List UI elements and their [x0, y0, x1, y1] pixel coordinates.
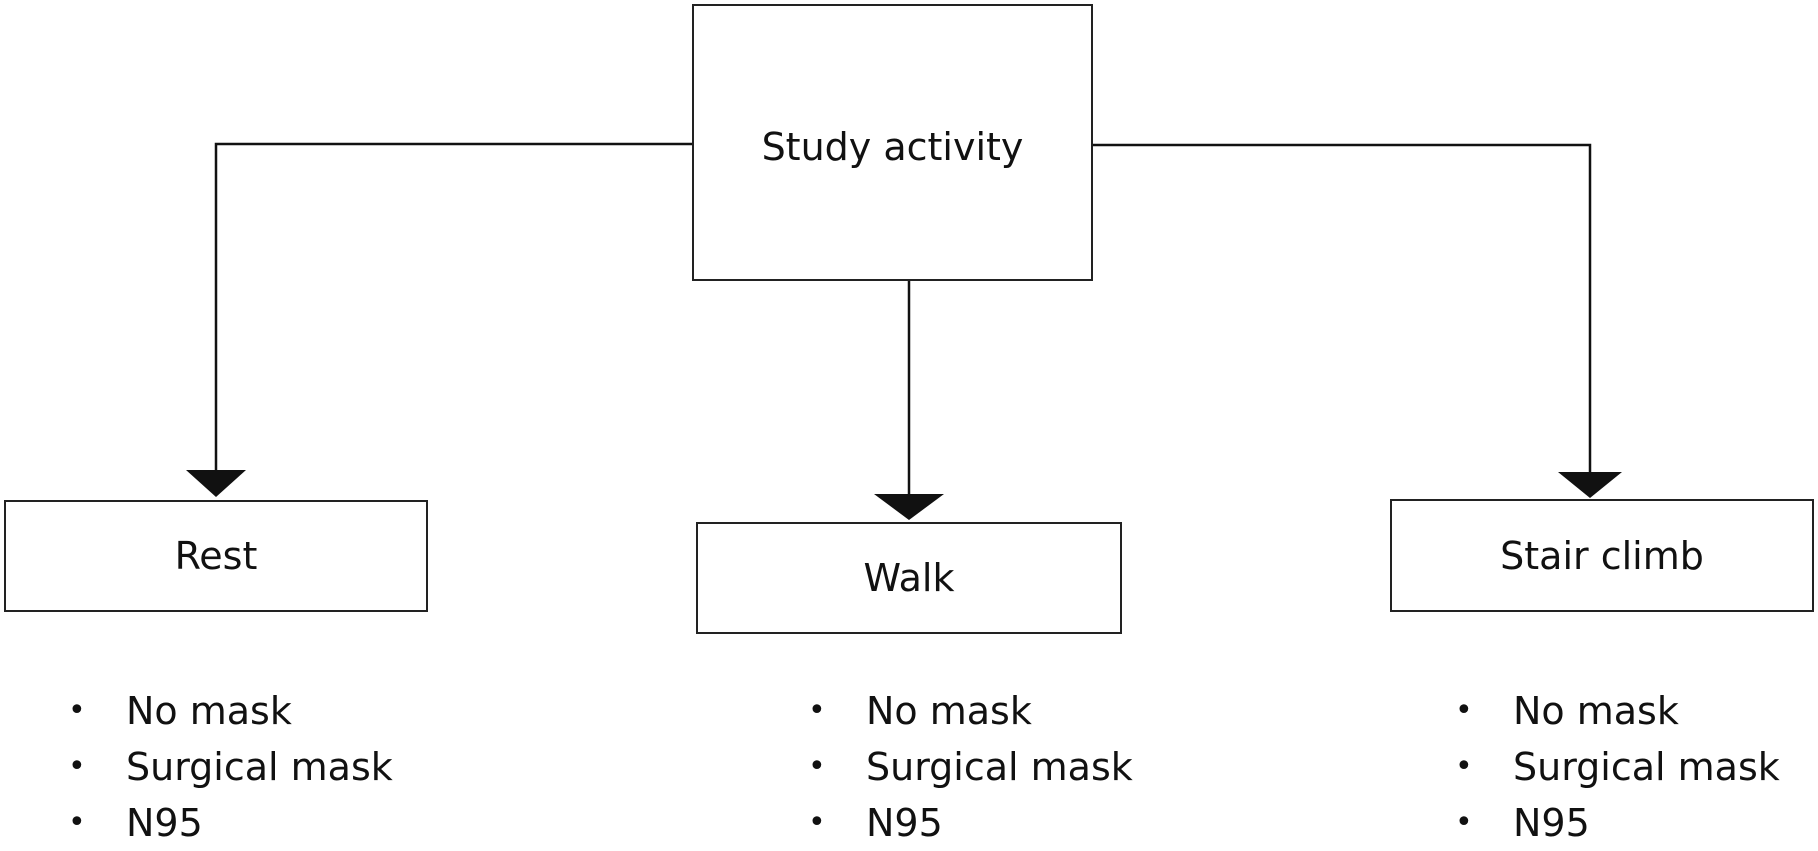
option-list-walk: No mask Surgical mask N95 — [808, 683, 1133, 851]
branch-node-rest: Rest — [4, 500, 428, 612]
list-item: Surgical mask — [808, 739, 1133, 795]
option-list-rest: No mask Surgical mask N95 — [68, 683, 393, 851]
branch-node-label: Walk — [863, 556, 955, 600]
branch-node-label: Rest — [174, 534, 258, 578]
branch-node-walk: Walk — [696, 522, 1122, 634]
arrowhead-walk — [874, 494, 944, 520]
branch-node-label: Stair climb — [1500, 533, 1704, 578]
branch-node-stair-climb: Stair climb — [1390, 499, 1814, 612]
option-list-stair-climb: No mask Surgical mask N95 — [1455, 683, 1780, 851]
list-item: No mask — [1455, 683, 1780, 739]
list-item: No mask — [808, 683, 1133, 739]
list-item: N95 — [68, 795, 393, 851]
list-item: Surgical mask — [1455, 739, 1780, 795]
list-item: N95 — [1455, 795, 1780, 851]
connector-rest — [214, 142, 692, 470]
root-node-study-activity: Study activity — [692, 4, 1093, 281]
root-node-label: Study activity — [761, 125, 1024, 169]
connector-stair-climb — [1093, 143, 1592, 472]
list-item: N95 — [808, 795, 1133, 851]
list-item: No mask — [68, 683, 393, 739]
list-item: Surgical mask — [68, 739, 393, 795]
arrowhead-rest — [186, 470, 246, 497]
arrowhead-stair-climb — [1558, 472, 1622, 498]
